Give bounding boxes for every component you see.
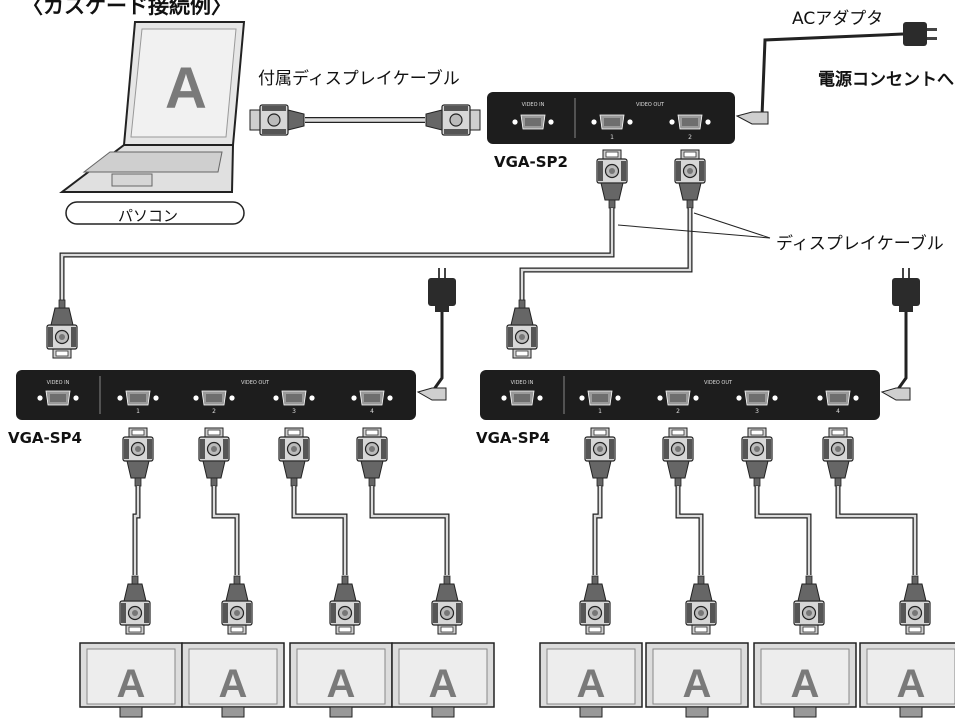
connector [278,427,310,487]
vga-sp4-left-name: VGA-SP4 [8,429,82,447]
sp4-left-port-1: 1 [136,408,140,415]
sp4-left-out-label: VIDEO OUT [241,380,270,386]
included-cable [249,104,481,136]
connector [356,427,388,487]
connector [46,299,78,359]
monitor: A [79,642,183,718]
sp4-right-port-4: 4 [836,408,840,415]
sp4-right-out-label: VIDEO OUT [704,380,733,386]
sp4-right-port-2: 2 [676,408,680,415]
vga-sp2-port-1: 1 [610,134,614,141]
monitor: A [181,642,285,718]
monitor-screen-letter: A [897,662,926,706]
connector [431,575,463,635]
monitor: A [391,642,495,718]
connector [506,299,538,359]
ac-adapter-label: ACアダプタ [792,9,884,29]
connector [662,427,694,487]
connector [122,427,154,487]
laptop-screen-letter: A [165,56,207,121]
to-outlet-label: 電源コンセントへ [818,70,954,90]
connector [119,575,151,635]
connector [685,575,717,635]
vga-sp4-left-power [416,268,456,401]
monitor-screen-letter: A [683,662,712,706]
connector [674,149,706,209]
connector [579,575,611,635]
vga-sp2-port-2: 2 [688,134,692,141]
vga-sp2-name: VGA-SP2 [494,153,568,171]
monitor-screen-letter: A [219,662,248,706]
connector [249,104,305,136]
display-cable-label: ディスプレイケーブル [776,234,944,254]
connector [741,427,773,487]
sp4-right-port-3: 3 [755,408,759,415]
sp4-left-port-3: 3 [292,408,296,415]
monitor-screen-letter: A [117,662,146,706]
connector [822,427,854,487]
monitor-screen-letter: A [577,662,606,706]
monitor: A [645,642,749,718]
monitor-screen-letter: A [327,662,356,706]
diagram-title: 〈カスケード接続例〉 [22,0,232,18]
vga-sp2-in-label: VIDEO IN [522,102,545,108]
connector [899,575,931,635]
pc-label-pill [65,201,245,225]
pc-label: パソコン [118,207,179,225]
monitor: A [753,642,857,718]
connector [596,149,628,209]
vga-sp2-power [735,22,938,125]
monitor-screen-letter: A [429,662,458,706]
monitor-screen-letter: A [791,662,820,706]
connector [221,575,253,635]
connector [793,575,825,635]
monitor: A [289,642,393,718]
connector [425,104,481,136]
vga-sp4-right-power [880,268,920,401]
vga-sp4-right-name: VGA-SP4 [476,429,550,447]
included-cable-label: 付属ディスプレイケーブル [258,69,460,89]
sp4-left-port-2: 2 [212,408,216,415]
vga-sp2-out-label: VIDEO OUT [636,102,665,108]
laptop: A [59,21,246,193]
vga-sp4-right: VIDEO IN VIDEO OUT 1 2 3 4 [480,370,880,420]
vga-sp4-left: VIDEO IN VIDEO OUT 1 2 3 4 [16,370,416,420]
output-cables [119,427,931,635]
connector [584,427,616,487]
monitor: A [859,642,955,718]
connector [198,427,230,487]
sp4-right-in-label: VIDEO IN [511,380,534,386]
sp4-left-port-4: 4 [370,408,374,415]
connector [329,575,361,635]
sp4-left-in-label: VIDEO IN [47,380,70,386]
monitor: A [539,642,643,718]
sp4-right-port-1: 1 [598,408,602,415]
